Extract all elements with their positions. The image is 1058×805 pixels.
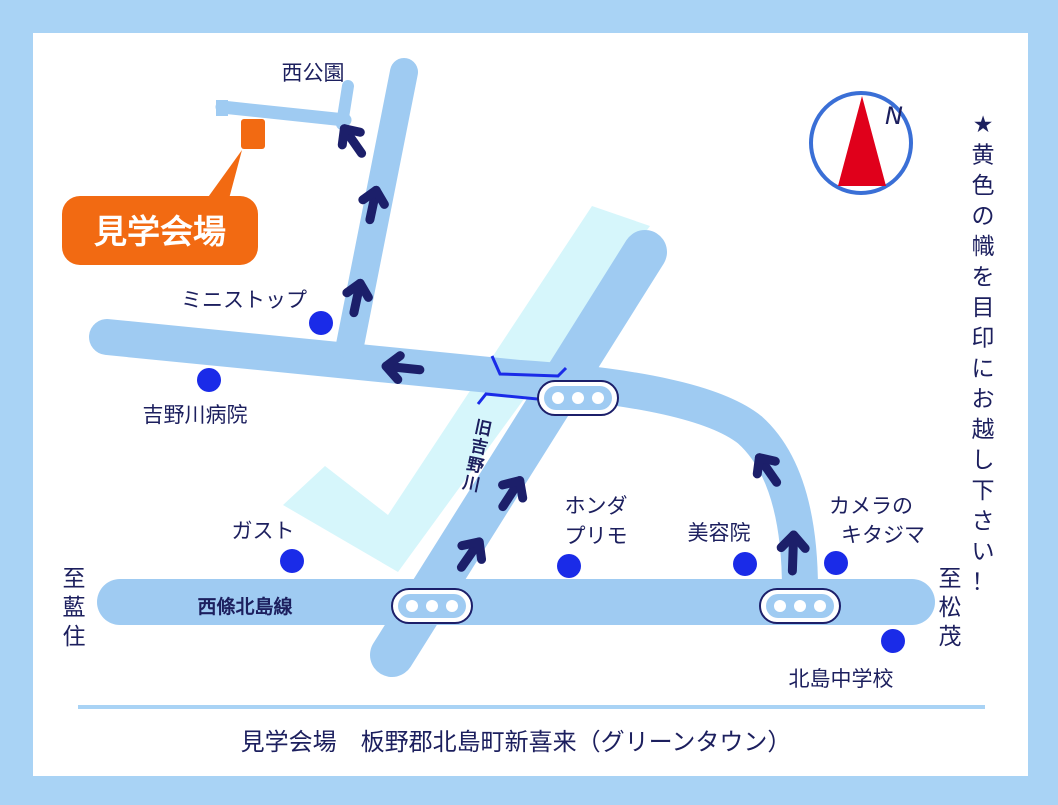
compass-icon: N — [809, 91, 913, 195]
label-camera-line1: カメラの — [829, 494, 913, 518]
label-to-matsushige: 至 松 茂 — [939, 566, 962, 650]
venue-marker — [241, 119, 265, 149]
traffic-light-icon — [537, 380, 619, 416]
route-arrow-icon — [752, 453, 782, 487]
venue-label: 見学会場 — [94, 212, 226, 251]
note-char: に — [972, 356, 995, 382]
note-char: お — [972, 387, 995, 413]
poi-markers — [197, 311, 905, 653]
note-char: 黄 — [972, 143, 995, 169]
note-char: 色 — [972, 173, 995, 199]
label-yoshinogawa-hospital: 吉野川病院 — [143, 403, 248, 427]
route-arrow-icon — [776, 530, 810, 576]
note-char: 下 — [972, 478, 995, 504]
label-nishi-koen: 西公園 — [282, 61, 345, 85]
label-gusto: ガスト — [232, 519, 295, 543]
road-diagonal — [370, 230, 667, 677]
label-ministop: ミニストップ — [181, 288, 307, 312]
note-char: さ — [972, 509, 995, 535]
route-arrow-icon — [456, 537, 487, 572]
route-arrow-icon — [358, 185, 389, 225]
old-river-char: 川 — [460, 473, 482, 496]
route-arrow-icon — [498, 476, 528, 512]
note-char: 越 — [972, 417, 995, 443]
label-to-aizumi: 至 藍 住 — [63, 566, 86, 650]
label-camera-line2: キタジマ — [841, 523, 925, 547]
camera-kitajima-marker — [824, 551, 848, 575]
to-matsushige-char: 松 — [939, 595, 962, 621]
note-char: ！ — [972, 570, 995, 596]
note-char: 目 — [972, 295, 995, 321]
to-aizumi-char: 藍 — [63, 595, 86, 621]
label-kitajima-jhs: 北島中学校 — [789, 667, 894, 691]
to-matsushige-char: 茂 — [939, 624, 962, 650]
road-park-spur — [336, 80, 354, 130]
label-old-river: 旧 吉 野 川 — [460, 417, 494, 496]
to-aizumi-char: 住 — [63, 624, 86, 650]
old-river-char: 旧 — [473, 417, 494, 440]
to-aizumi-char: 至 — [63, 566, 86, 592]
north-label: N — [885, 102, 903, 130]
venue-callout: 見学会場 — [62, 150, 258, 265]
label-honda-line2: プリモ — [565, 524, 628, 548]
note-char: 印 — [972, 326, 995, 352]
old-river-char: 吉 — [469, 436, 490, 459]
road-to-park — [215, 100, 352, 127]
school-marker — [881, 629, 905, 653]
gusto-marker — [280, 549, 304, 573]
note-char: を — [972, 265, 995, 291]
ministop-marker — [309, 311, 333, 335]
note-char: し — [972, 448, 995, 474]
label-biyoin: 美容院 — [688, 521, 751, 545]
hospital-marker — [197, 368, 221, 392]
honda-primo-marker — [557, 554, 581, 578]
to-matsushige-char: 至 — [939, 566, 962, 592]
footer-address: 見学会場 板野郡北島町新喜来（グリーンタウン） — [241, 728, 792, 756]
old-yoshino-river — [283, 206, 650, 572]
label-honda-line1: ホンダ — [565, 494, 628, 518]
traffic-light-icon — [391, 588, 473, 624]
note-char: い — [972, 539, 995, 565]
route-arrows — [337, 124, 810, 576]
route-arrow-icon — [381, 351, 425, 385]
traffic-light-icon — [759, 588, 841, 624]
note-char: の — [972, 204, 995, 230]
old-river-char: 野 — [465, 454, 486, 477]
note-char: 幟 — [972, 234, 995, 260]
route-arrow-icon — [342, 278, 373, 318]
route-arrow-icon — [337, 124, 367, 158]
label-route-name: 西條北島線 — [197, 595, 292, 618]
note-char: ★ — [973, 112, 994, 138]
salon-marker — [733, 552, 757, 576]
